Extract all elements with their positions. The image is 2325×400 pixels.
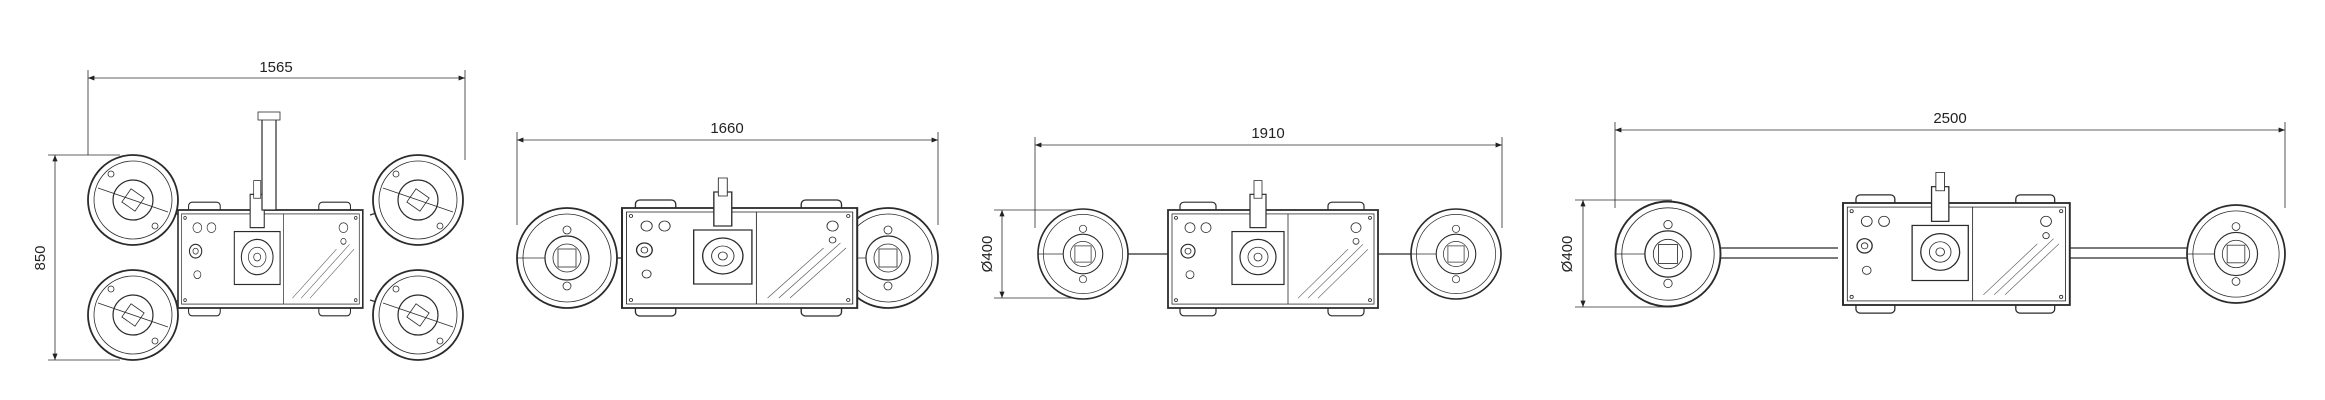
suction-pad-top-right <box>372 154 464 246</box>
view-1: 1565 850 <box>32 59 466 361</box>
dimension-label-diameter: Ø400 <box>1559 236 1576 273</box>
view-4: 2500 Ø400 <box>1559 110 2286 315</box>
lifter-body <box>620 176 859 318</box>
dimension-label-width: 1565 <box>259 59 292 76</box>
suction-pad-top-left <box>87 154 179 246</box>
dimension-label-width: 1660 <box>710 120 743 137</box>
suction-pad-right <box>1410 208 1502 300</box>
view-3: 1910 Ø400 <box>979 125 1503 317</box>
dimension-label-width: 2500 <box>1933 110 1966 127</box>
suction-pad-left <box>1614 200 1722 308</box>
dimension-label-diameter: Ø400 <box>979 236 996 273</box>
lifter-body <box>1167 179 1379 317</box>
lifter-body <box>1842 171 2071 315</box>
lifter-body <box>177 111 364 317</box>
suction-pad-right <box>2186 204 2286 304</box>
suction-pad-left <box>516 207 618 309</box>
suction-pad-left <box>1037 208 1129 300</box>
dimension-label-width: 1910 <box>1251 125 1284 142</box>
dimension-label-height: 850 <box>32 245 49 270</box>
suction-pad-bottom-left <box>87 269 179 361</box>
view-2: 1660 <box>516 120 939 318</box>
suction-pad-bottom-right <box>372 269 464 361</box>
